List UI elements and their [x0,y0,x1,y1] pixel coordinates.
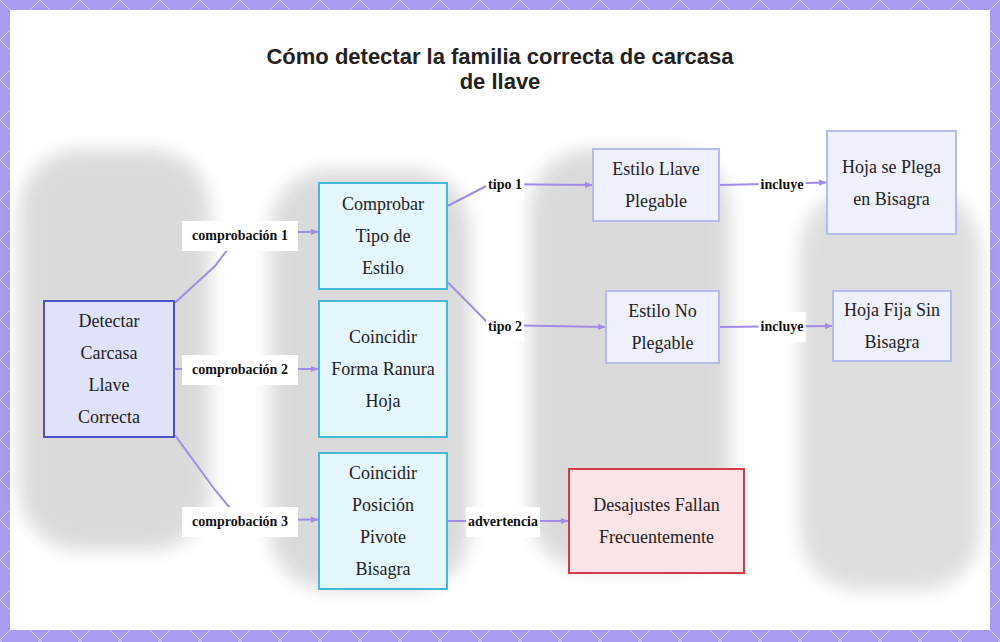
edge-label: tipo 2 [486,312,524,342]
box-label: Detectar Carcasa Llave Correcta [59,305,159,433]
edge-label: advertencia [466,507,540,537]
box-label: Comprobar Tipo de Estilo [335,188,431,284]
process-box: Coincidir Posición Pivote Bisagra [318,452,448,590]
edge-label: tipo 1 [486,170,524,200]
process-box: Hoja Fija Sin Bisagra [832,290,952,362]
edge-label: incluye [759,312,806,342]
key-shape [800,190,980,590]
process-box: Comprobar Tipo de Estilo [318,182,448,290]
connector-arrow [448,282,605,327]
key-shape [20,150,210,550]
key-shape [270,170,470,590]
edge-label: comprobación 1 [182,221,298,251]
canvas-ground [10,10,990,630]
box-label: Coincidir Posición Pivote Bisagra [333,457,433,585]
box-label: Coincidir Forma Ranura Hoja [328,321,438,417]
process-box: Desajustes Fallan Frecuentemente [568,468,745,574]
edge-label: comprobación 3 [182,507,298,537]
box-label: Hoja Fija Sin Bisagra [842,294,942,358]
box-label: Desajustes Fallan Frecuentemente [589,489,724,553]
edge-label: comprobación 2 [182,355,298,385]
edge-label: incluye [759,170,806,200]
process-box: Coincidir Forma Ranura Hoja [318,300,448,438]
process-box: Estilo Llave Plegable [592,148,720,222]
box-label: Estilo No Plegable [610,295,715,359]
box-label: Hoja se Plega en Bisagra [842,151,942,215]
box-label: Estilo Llave Plegable [597,153,715,217]
process-box: Detectar Carcasa Llave Correcta [43,300,175,438]
process-box: Hoja se Plega en Bisagra [826,130,957,235]
diagram-title: Cómo detectar la familia correcta de car… [260,44,740,94]
process-box: Estilo No Plegable [605,290,720,364]
